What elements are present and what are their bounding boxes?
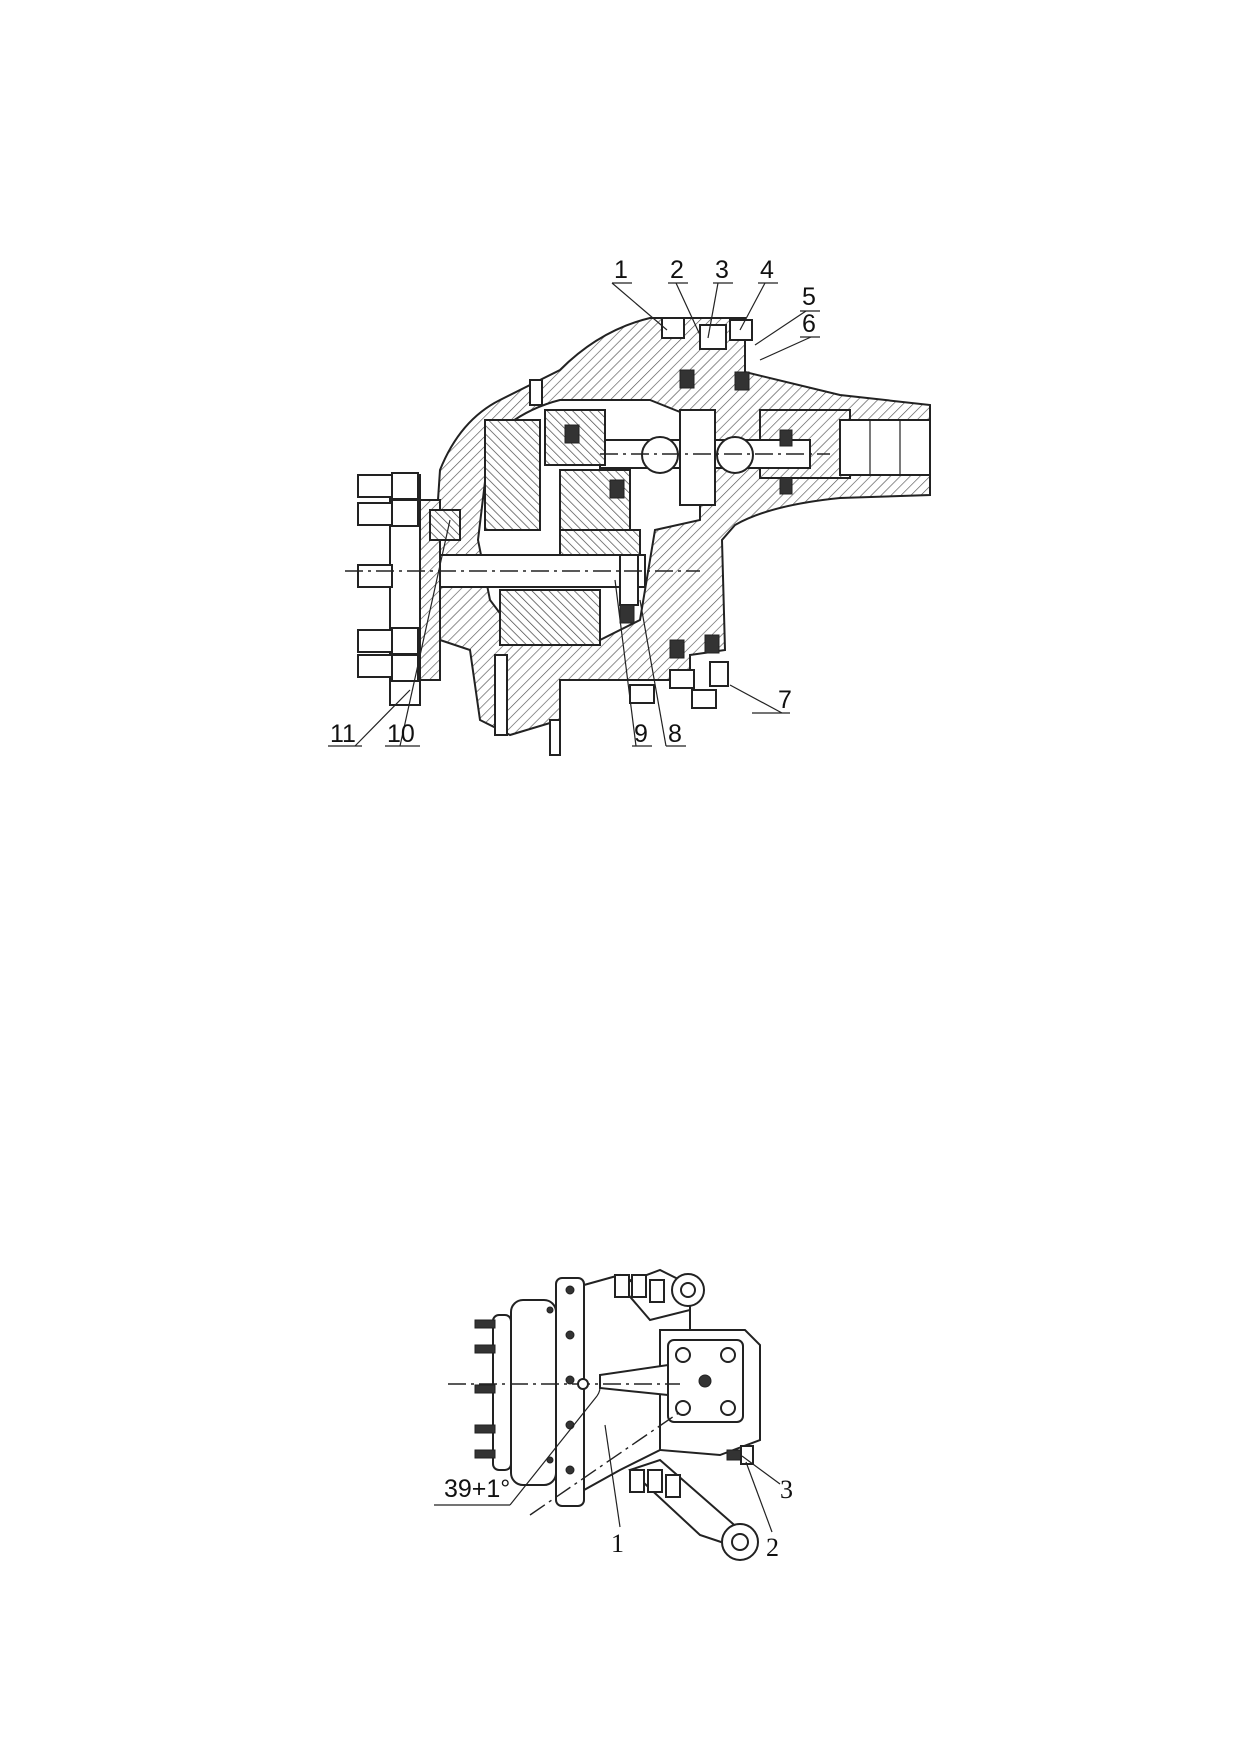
fig2-callout-1: 1 xyxy=(611,1529,624,1558)
callout-8: 8 xyxy=(668,720,682,748)
lower-arm-eye-hole xyxy=(731,1533,749,1551)
wheel-flange xyxy=(492,1314,512,1471)
figure1-leaders xyxy=(354,282,812,747)
stop-nut xyxy=(740,1445,754,1465)
callout-9: 9 xyxy=(634,720,648,748)
taper-cone xyxy=(599,1363,669,1397)
callout-1: 1 xyxy=(614,256,628,284)
bottom-bolts xyxy=(494,654,729,756)
gear-set xyxy=(429,409,641,646)
callout-6: 6 xyxy=(802,310,816,338)
pivot-point xyxy=(577,1378,589,1390)
external-view-drawing xyxy=(448,1268,761,1561)
stop-bolt xyxy=(726,1449,742,1461)
upper-arm-eye-hole xyxy=(680,1282,696,1298)
universal-joint xyxy=(679,409,716,506)
angle-arc xyxy=(596,1383,601,1397)
fig2-callout-3: 3 xyxy=(780,1475,793,1504)
flange-bolts xyxy=(357,472,419,682)
callout-5: 5 xyxy=(802,283,816,311)
callout-11: 11 xyxy=(330,720,356,748)
callout-10: 10 xyxy=(387,720,415,748)
wheel-studs xyxy=(474,1319,496,1459)
sectional-view-drawing xyxy=(345,317,931,756)
angle-label: 39+1° xyxy=(444,1475,510,1503)
bearings xyxy=(564,369,793,659)
mounting-bolts xyxy=(675,1347,736,1416)
callout-3: 3 xyxy=(715,256,729,284)
callout-2: 2 xyxy=(670,256,684,284)
fig2-callout-2: 2 xyxy=(766,1533,779,1562)
callout-4: 4 xyxy=(760,256,774,284)
joint-circle-left xyxy=(641,436,679,474)
figure2-leaders xyxy=(434,1395,781,1533)
top-bolts xyxy=(529,317,753,406)
lower-arm xyxy=(628,1458,742,1547)
callout-7: 7 xyxy=(778,686,792,714)
output-shaft-end xyxy=(839,419,931,476)
joint-circle-right xyxy=(716,436,754,474)
figure1-callouts: 1 2 3 4 5 6 7 8 9 10 11 xyxy=(328,256,820,748)
upper-bolts xyxy=(614,1274,665,1303)
lower-bolts xyxy=(629,1469,681,1498)
